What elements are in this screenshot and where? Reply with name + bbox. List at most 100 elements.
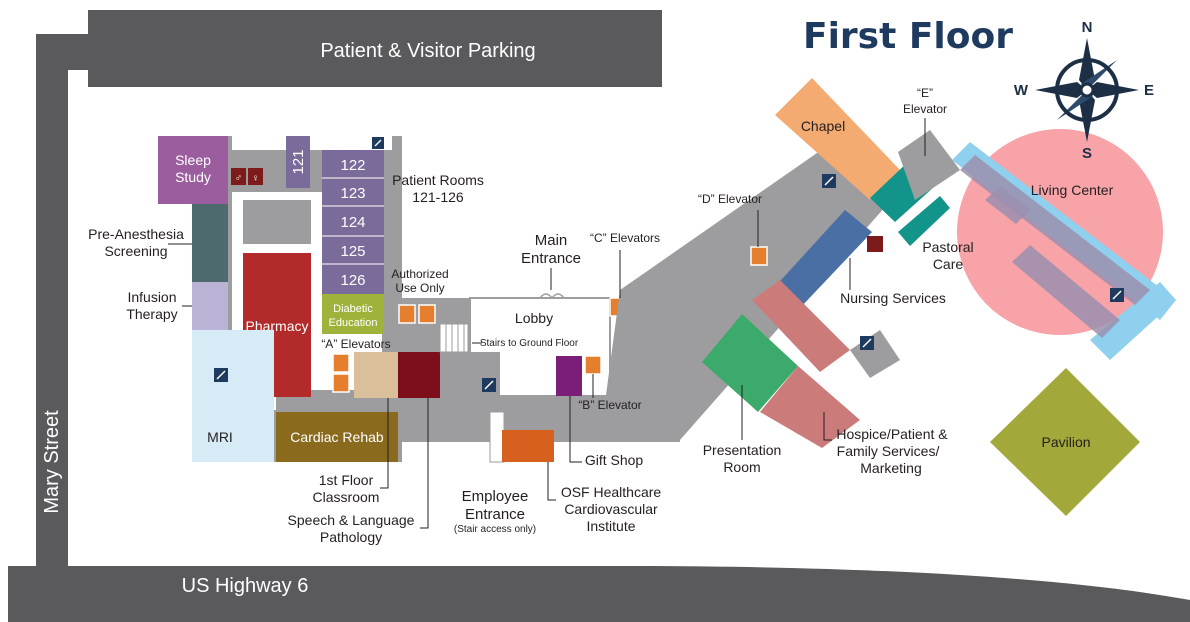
speech-pathology-room[interactable] (398, 352, 440, 398)
infusion-therapy-room[interactable] (192, 282, 228, 330)
room-125-label[interactable]: 125 (340, 243, 365, 260)
b-elevator (584, 355, 602, 375)
a-elevator-2 (332, 373, 350, 393)
room-122-label[interactable]: 122 (340, 157, 365, 174)
labels: Patient Rooms 121-126 Pre-Anesthesia Scr… (88, 86, 974, 545)
sleep-study-label-1: Sleep (175, 152, 211, 168)
nursing-services-room[interactable] (772, 210, 872, 308)
infusion-label-2: Therapy (126, 306, 177, 322)
classroom-room[interactable] (354, 352, 398, 398)
compass-s: S (1082, 145, 1092, 162)
room-123-label[interactable]: 123 (340, 185, 365, 202)
e-elevator-label-2: Elevator (903, 102, 947, 116)
lobby-stairs (439, 323, 469, 353)
gift-shop-room[interactable] (556, 356, 582, 396)
hospice-room[interactable] (752, 280, 850, 372)
stairs-ground-label: Stairs to Ground Floor (480, 338, 579, 349)
top-white-strip (232, 136, 392, 150)
authorized-elevator-1 (398, 304, 416, 324)
patient-rooms-block (322, 150, 384, 294)
osf-room[interactable] (502, 430, 554, 462)
a-elevator-1 (332, 353, 350, 373)
patient-rooms-label-1: Patient Rooms (392, 172, 484, 188)
osf-label-1: OSF Healthcare (561, 484, 662, 500)
storage-block (243, 200, 311, 244)
compass-ring (1055, 58, 1119, 122)
classroom-label-2: Classroom (313, 489, 380, 505)
classroom-leader (380, 398, 389, 489)
c-elevators-label: “C” Elevators (590, 231, 660, 245)
pre-anesthesia-room[interactable] (192, 204, 228, 282)
cardiac-rehab-room[interactable] (276, 412, 398, 462)
gift-shop-label: Gift Shop (585, 452, 644, 468)
b-elevator-label: “B” Elevator (578, 398, 641, 412)
pavilion-label: Pavilion (1041, 434, 1090, 450)
sleep-study-room[interactable] (158, 136, 228, 204)
stairs-glyph-east (862, 338, 872, 348)
stairs-glyph-lobby (484, 380, 494, 390)
authorized-elevator-2 (418, 304, 436, 324)
compass-center (1079, 82, 1095, 98)
page-title: First Floor (803, 16, 1013, 57)
east-connector (850, 330, 900, 378)
room-121-label: 121 (290, 149, 307, 174)
upper-left-road (36, 34, 88, 70)
mri-label: MRI (207, 429, 233, 445)
restroom-men-glyph: ♂ (235, 173, 243, 184)
hospice-label-1: Hospice/Patient & (836, 426, 948, 442)
main-entrance-door (539, 293, 565, 299)
diabetic-label-2: Education (329, 317, 378, 329)
street-label: Mary Street (41, 410, 63, 514)
teal-block-2[interactable] (898, 196, 950, 246)
room-124-label[interactable]: 124 (340, 214, 365, 231)
living-center-label: Living Center (1031, 182, 1114, 198)
stairs-glyph-mri (216, 370, 226, 380)
living-wing-2 (1012, 245, 1120, 338)
west-wing: Sleep Study ♂ ♀ 121 122 123 124 125 126 … (158, 136, 680, 462)
compass-e: E (1144, 82, 1154, 99)
speech-label-2: Pathology (320, 529, 382, 545)
parking-road (88, 10, 662, 87)
chapel-room[interactable] (775, 78, 900, 200)
speech-label-1: Speech & Language (288, 512, 415, 528)
compass-point-s (1079, 90, 1095, 142)
compass-rose: N S E W (1014, 19, 1154, 162)
hospice-label-3: Marketing (860, 460, 921, 476)
stairs-glyph-top (374, 139, 382, 147)
chapel-label: Chapel (801, 118, 845, 134)
hospice-leader (823, 412, 832, 441)
diabetic-education-room[interactable] (322, 294, 384, 334)
authorized-label-1: Authorized (391, 267, 448, 281)
diagonal-corridor-main (600, 130, 900, 440)
hospice-lower-room[interactable] (760, 366, 860, 448)
room-126-label[interactable]: 126 (340, 272, 365, 289)
compass-point-n (1079, 38, 1095, 90)
presentation-label-2: Room (723, 459, 760, 475)
presentation-room[interactable] (702, 314, 798, 412)
parking-label: Patient & Visitor Parking (320, 40, 535, 62)
speech-leader (420, 398, 429, 529)
gift-shop-leader (569, 396, 582, 463)
compass-w: W (1014, 82, 1029, 99)
mri-room[interactable] (192, 330, 274, 462)
us-highway-road (8, 566, 1190, 622)
corridor-to-living (898, 130, 960, 200)
infusion-label-1: Infusion (127, 289, 176, 305)
pastoral-label-1: Pastoral (922, 239, 973, 255)
cardiac-label: Cardiac Rehab (290, 429, 384, 445)
pavilion-building[interactable] (990, 368, 1140, 516)
patient-rooms-label-2: 121-126 (412, 189, 464, 205)
east-wing: Chapel (600, 78, 960, 448)
living-wing-3 (985, 186, 1030, 224)
living-blue-strip-2 (1090, 282, 1176, 360)
nursing-label: Nursing Services (840, 290, 946, 306)
room-121[interactable] (286, 136, 310, 188)
mary-street-road (36, 34, 68, 572)
pastoral-label-2: Care (933, 256, 964, 272)
upper-diagonal-corridor (640, 170, 830, 320)
compass-point-e (1087, 82, 1139, 98)
compass-point-w (1035, 82, 1087, 98)
authorized-label-2: Use Only (395, 281, 444, 295)
lobby-room[interactable] (469, 297, 611, 397)
